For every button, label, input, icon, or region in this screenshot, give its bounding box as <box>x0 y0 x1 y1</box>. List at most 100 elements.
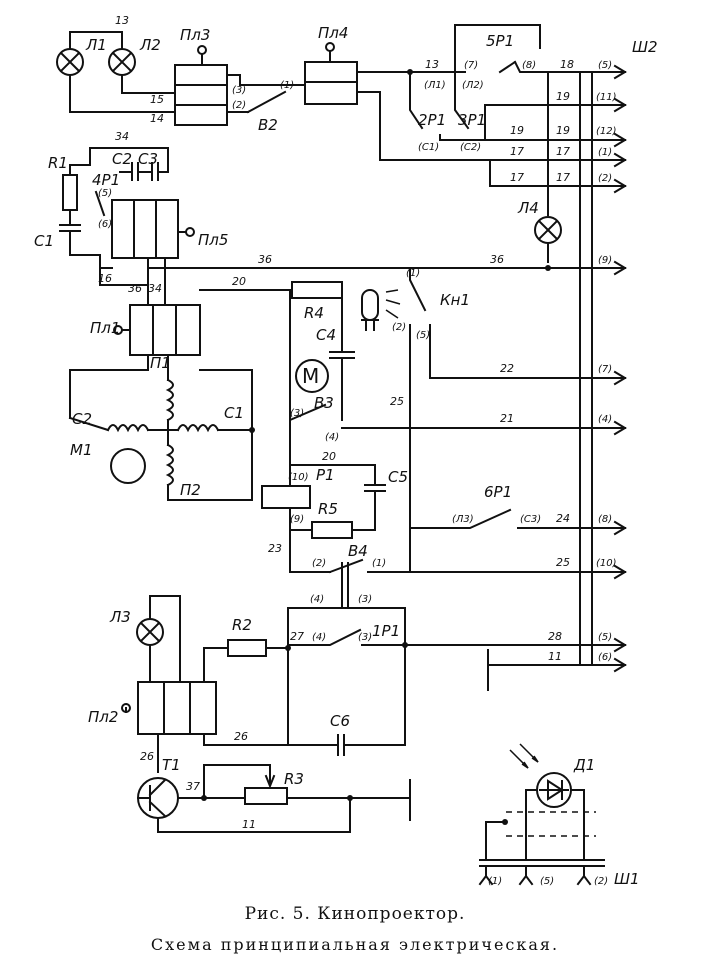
lamp-l3 <box>136 618 164 646</box>
wire-label-25a: 25 <box>390 395 404 408</box>
wire-label-26b: 26 <box>140 750 154 763</box>
label-r5: R5 <box>318 500 338 518</box>
sh2-pin-2: (2) <box>598 173 612 184</box>
button-kn1-contact <box>409 267 427 312</box>
kn1-pin-5: (5) <box>416 330 430 341</box>
pin-label-l2: (Л2) <box>462 80 484 91</box>
fuse-block-pl5 <box>111 199 195 259</box>
sh2-pin-5: (5) <box>598 60 612 71</box>
pin-label-c1: (С1) <box>418 142 439 153</box>
pin-label-3: (3) <box>232 85 246 96</box>
winding-p2 <box>165 443 174 487</box>
label-t1: Т1 <box>162 756 181 774</box>
motor-rotor-m1 <box>110 448 146 484</box>
wire-label-20b: 20 <box>322 450 336 463</box>
wire-label-36c: 36 <box>128 282 142 295</box>
sh2-pin-10: (10) <box>596 558 617 569</box>
label-r3: R3 <box>284 770 304 788</box>
label-sh1: Ш1 <box>614 870 640 888</box>
resistor-r5 <box>311 521 353 539</box>
label-b4: В4 <box>348 542 368 560</box>
resistor-r2 <box>227 639 267 657</box>
label-r4: R4 <box>304 304 324 322</box>
pin-label-6: (6) <box>98 219 112 230</box>
pin-label-2: (2) <box>232 100 246 111</box>
wire-label-17a: 17 <box>510 145 524 158</box>
p1-pin-10: (10) <box>288 472 309 483</box>
resistor-r4 <box>291 281 343 299</box>
label-p1: Р1 <box>316 466 335 484</box>
label-pl5: Пл5 <box>198 231 228 249</box>
wire-label-17d: 17 <box>556 171 570 184</box>
wire-label-36a: 36 <box>258 253 272 266</box>
switch-b4 <box>328 558 364 574</box>
wire-label-21: 21 <box>500 412 514 425</box>
wire-label-25b: 25 <box>556 556 570 569</box>
wire-label-11a: 11 <box>548 650 562 663</box>
wire-label-26a: 26 <box>234 730 248 743</box>
label-kn1: Кн1 <box>440 291 470 309</box>
sh2-pin-9: (9) <box>598 255 612 266</box>
wire-label-34b: 34 <box>148 282 162 295</box>
label-3p1: 3Р1 <box>458 111 486 129</box>
sh2-pin-5b: (5) <box>598 632 612 643</box>
label-pl4: Пл4 <box>318 24 348 42</box>
pin-label-7: (7) <box>464 60 478 71</box>
lamp-l1 <box>56 48 84 76</box>
label-r2: R2 <box>232 616 252 634</box>
photodiode-d1 <box>509 743 572 808</box>
resistor-r1 <box>62 174 78 211</box>
wire-label-13a: 13 <box>115 14 129 27</box>
wire-label-17c: 17 <box>510 171 524 184</box>
wire-label-11b: 11 <box>242 818 256 831</box>
wire-label-13b: 13 <box>425 58 439 71</box>
motor-m-label: М <box>302 364 319 388</box>
label-c3: C3 <box>138 150 158 168</box>
wire-label-19c: 19 <box>556 124 570 137</box>
relay-4p1-contact <box>94 190 106 217</box>
wire-label-34a: 34 <box>115 130 129 143</box>
wire-label-23: 23 <box>268 542 282 555</box>
wire-label-17b: 17 <box>556 145 570 158</box>
wire-label-15: 15 <box>150 93 164 106</box>
wire-label-36b: 36 <box>490 253 504 266</box>
sh2-pin-6: (6) <box>598 652 612 663</box>
sh1-pin-5: (5) <box>540 876 554 887</box>
wire-label-16: 16 <box>98 272 112 285</box>
relay-5p1-contact <box>498 60 517 74</box>
kn1-pin-2: (2) <box>392 322 406 333</box>
label-pl1: Пл1 <box>90 319 120 337</box>
label-r1: R1 <box>48 154 68 172</box>
p1-pin-9: (9) <box>290 514 304 525</box>
wire-label-18: 18 <box>560 58 574 71</box>
b3-pin-4: (4) <box>325 432 339 443</box>
sh1-pin-1: (1) <box>488 876 502 887</box>
wire-label-19b: 19 <box>510 124 524 137</box>
sh1-pin-2: (2) <box>594 876 608 887</box>
b4-pin-2: (2) <box>312 558 326 569</box>
pin-label-8: (8) <box>522 60 536 71</box>
transistor-t1 <box>137 777 179 819</box>
sh2-pin-8: (8) <box>598 514 612 525</box>
label-l2: Л2 <box>139 36 161 54</box>
b4-pin-1: (1) <box>372 558 386 569</box>
label-c1-winding: C1 <box>224 404 244 422</box>
label-6p1: 6Р1 <box>484 483 512 501</box>
label-1p1: 1Р1 <box>372 622 400 640</box>
sh2-pin-7: (7) <box>598 364 612 375</box>
r1p1-pin-3: (3) <box>358 632 372 643</box>
label-b3: В3 <box>314 394 334 412</box>
switch-b2-blade <box>246 90 287 114</box>
wire-label-20a: 20 <box>232 275 246 288</box>
label-c4: C4 <box>316 326 336 344</box>
relay-6p1-contact <box>409 508 512 529</box>
label-b2: В2 <box>258 116 278 134</box>
label-p1-coil: П1 <box>150 354 171 372</box>
label-c6: C6 <box>330 712 350 730</box>
label-c1: C1 <box>34 232 54 250</box>
label-c2-winding: C2 <box>72 410 92 428</box>
label-pl3: Пл3 <box>180 26 210 44</box>
circuit-schematic: Л1 Л2 13 15 14 Пл3 (3) (2) В2 (1) Пл4 13… <box>34 14 658 888</box>
pin-label-1: (1) <box>280 80 294 91</box>
fuse-block-pl1 <box>113 304 201 356</box>
